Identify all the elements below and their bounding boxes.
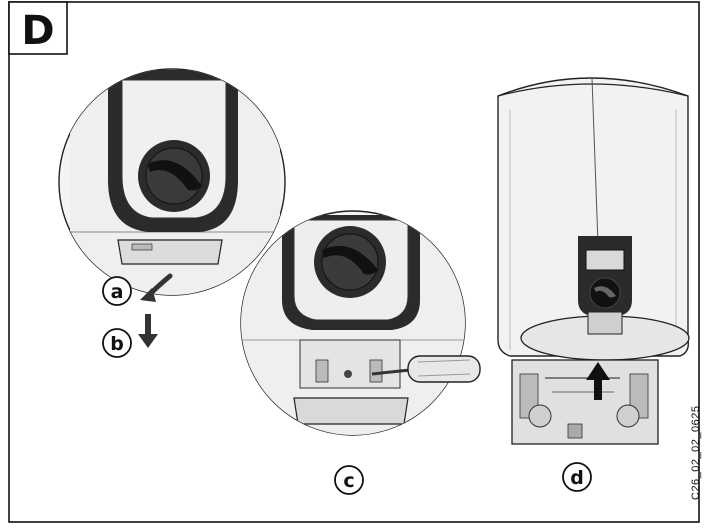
diagram-frame <box>8 1 700 523</box>
section-letter: D <box>21 8 54 54</box>
arrow-b <box>138 314 158 348</box>
svg-text:d: d <box>570 467 584 489</box>
step-label-b: b <box>102 328 132 358</box>
detail-circle-screwdriver <box>240 210 466 436</box>
water-heater-unit <box>497 77 690 445</box>
figure-code: C26_02_02_0625 <box>690 405 702 500</box>
section-badge: D <box>8 1 68 55</box>
arrow-up <box>586 362 610 400</box>
detail-circle-front-panel <box>58 68 286 296</box>
svg-text:c: c <box>343 470 354 492</box>
step-label-d: d <box>562 462 592 492</box>
step-label-c: c <box>334 465 364 495</box>
screwdriver <box>371 355 481 383</box>
unit-display <box>585 249 625 271</box>
step-label-a: a <box>102 276 132 306</box>
arrow-a <box>140 273 173 302</box>
svg-text:a: a <box>111 281 124 303</box>
svg-text:b: b <box>110 333 124 355</box>
